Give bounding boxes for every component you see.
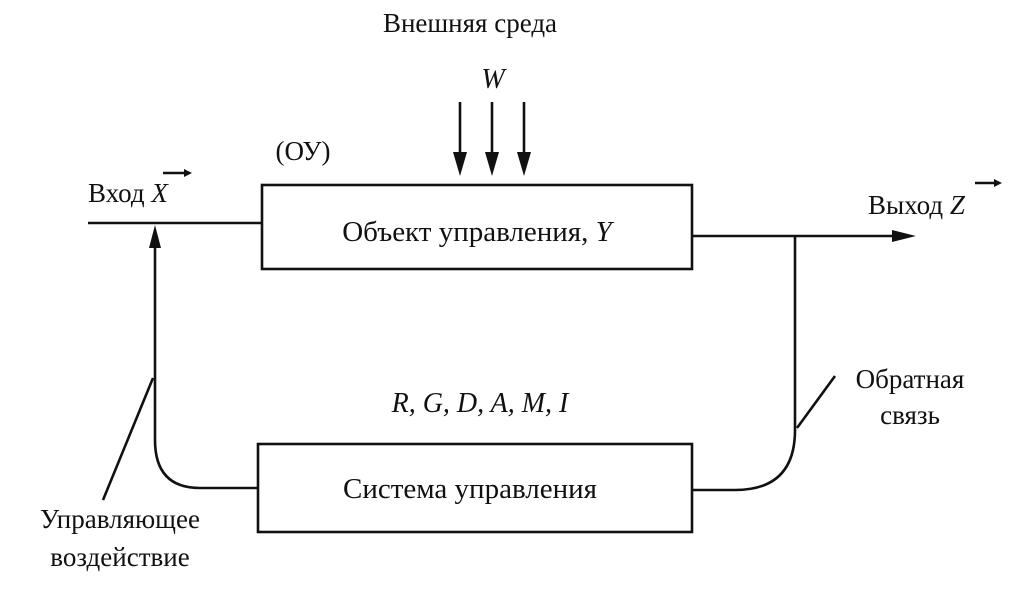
feedback-label-line1: Обратная [856, 364, 965, 394]
disturbance-label: W [481, 64, 507, 95]
control-system-parameters: R, G, D, A, M, I [391, 388, 570, 419]
input-symbol: X [150, 178, 169, 208]
output-symbol: Z [950, 190, 966, 220]
control-object-name: Объект управления, [342, 216, 595, 248]
output-vector-arrow [975, 179, 1002, 187]
disturbance-arrows [453, 102, 531, 176]
control-action-label-line1: Управляющее [40, 504, 200, 534]
control-system-name: Система управления [343, 473, 597, 505]
control-action-leader [101, 377, 155, 501]
disturbance-arrowhead-3 [517, 152, 531, 176]
disturbance-arrowhead-1 [453, 152, 467, 176]
control-object-box [260, 183, 694, 271]
feedback-label-line2: связь [880, 400, 940, 430]
input-label: Вход [88, 178, 151, 208]
environment-label: Внешняя среда [383, 8, 557, 38]
output-label-group: Выход Z [868, 190, 966, 220]
output-arrowhead [892, 230, 916, 242]
control-object-abbr: (ОУ) [275, 136, 330, 166]
feedback-line [692, 236, 797, 492]
control-object-label-group: Объект управления, Y [342, 216, 614, 248]
control-object-state-symbol: Y [596, 216, 615, 248]
control-action-line [153, 240, 258, 490]
output-label: Выход [868, 190, 950, 220]
feedback-leader [795, 375, 837, 429]
control-action-arrowhead [149, 225, 161, 248]
disturbance-arrowhead-2 [485, 152, 499, 176]
input-label-group: Вход X [88, 178, 169, 208]
input-vector-arrow [163, 169, 192, 177]
control-system-box [256, 442, 694, 534]
control-action-label-line2: воздействие [50, 542, 189, 572]
